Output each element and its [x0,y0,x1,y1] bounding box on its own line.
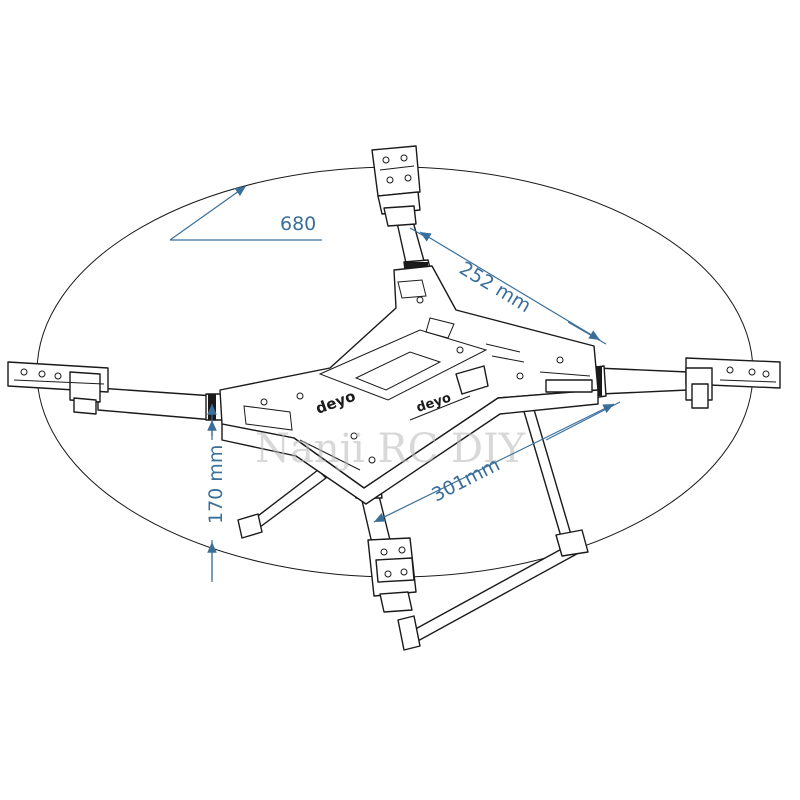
dimension-diagonal-label: 680 [280,213,316,235]
dimension-arm-front [409,227,607,345]
motor-mount-left [7,361,109,415]
dimension-diagonal [169,185,322,241]
dimension-arm-side [373,401,621,523]
dimension-height-label: 170 mm [205,445,227,524]
dimension-arm-front-label: 252 mm [455,257,534,317]
motor-mount-bottom [367,537,417,613]
motor-mount-right [685,357,781,409]
motor-mount-top [371,145,421,227]
